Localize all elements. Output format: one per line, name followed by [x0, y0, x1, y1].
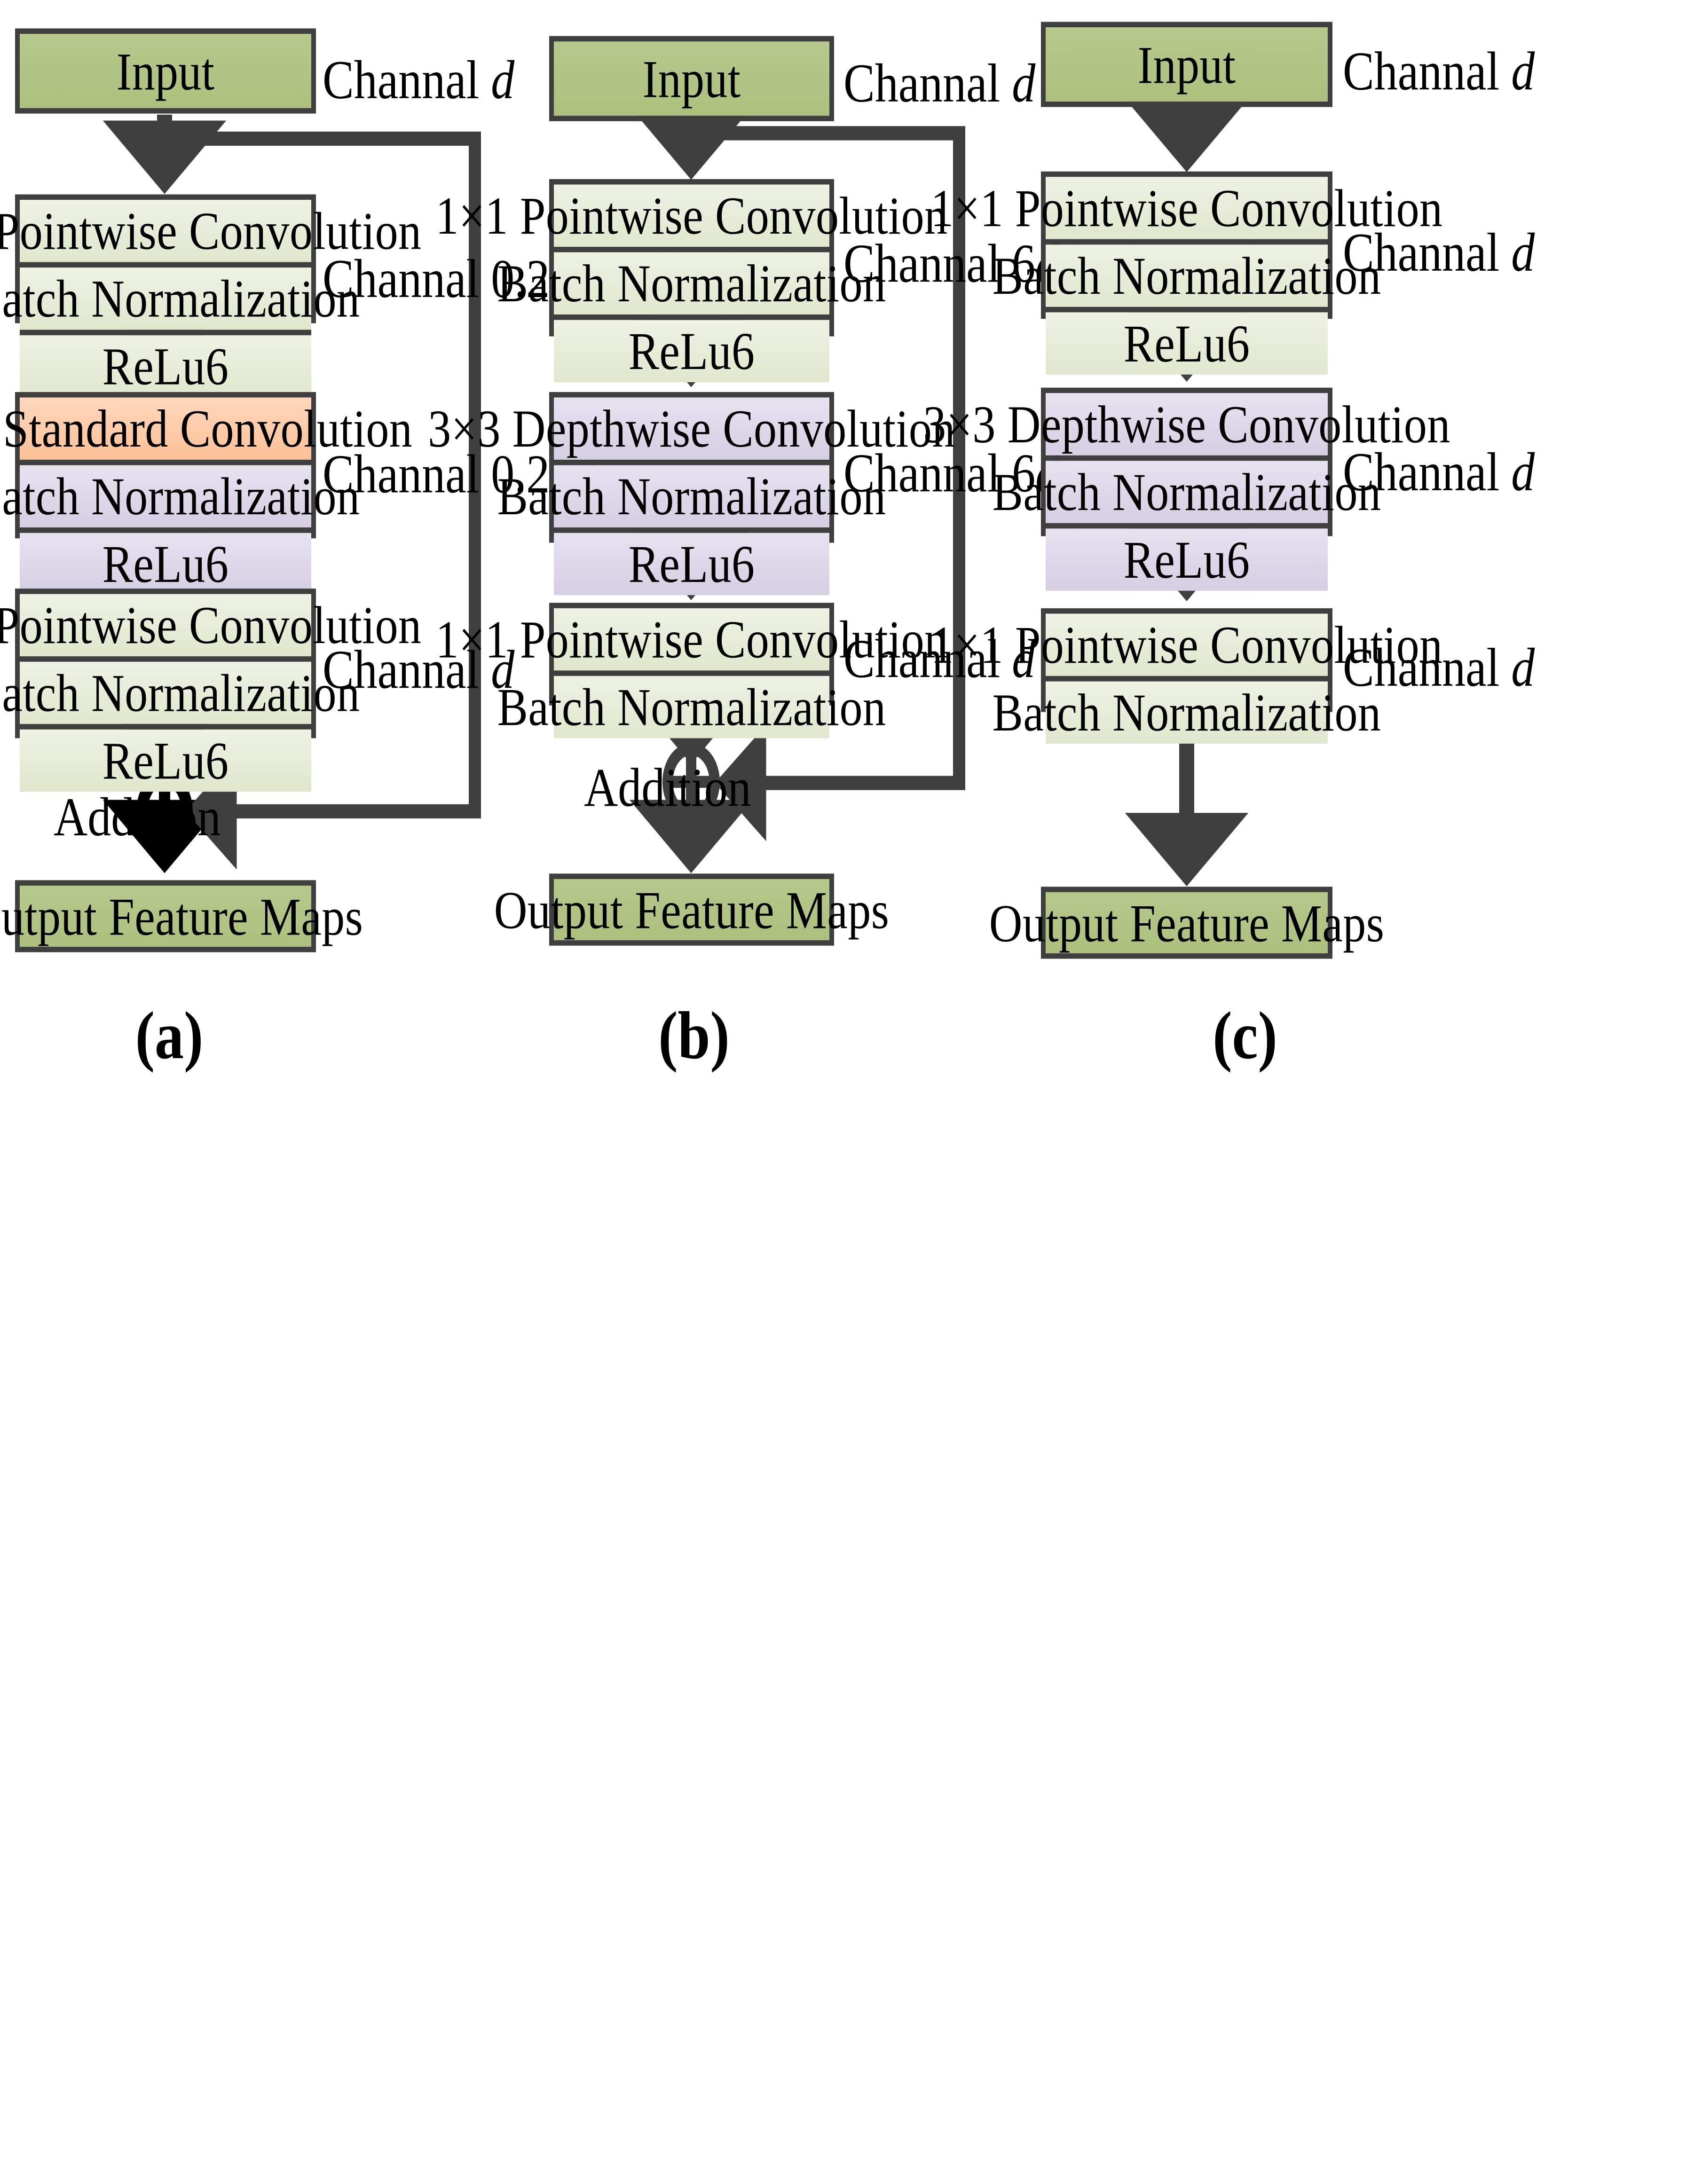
a-pw1-relu-label: ReLu6: [20, 330, 311, 398]
b-dw-conv-label: 3×3 Depthwise Convolution: [428, 397, 955, 460]
b-dw-relu-label: ReLu6: [554, 527, 829, 596]
c-pw1-relu-label: ReLu6: [1046, 306, 1328, 375]
b-pointwise-project-block: 1×1 Pointwise Convolution Batch Normaliz…: [436, 603, 947, 738]
c-pointwise-project-block: 1×1 Pointwise Convolution Batch Normaliz…: [931, 608, 1442, 744]
c-output-label: Output Feature Maps: [989, 893, 1385, 953]
b-pointwise-expand-block: 1×1 Pointwise Convolution Batch Normaliz…: [436, 179, 947, 383]
c-pw2-conv-label: 1×1 Pointwise Convolution: [931, 613, 1442, 676]
c-side-label-4: Channal d: [1343, 636, 1535, 698]
a-side-label-1: Channal d: [323, 49, 515, 110]
c-dw-conv-label: 3×3 Depthwise Convolution: [923, 393, 1450, 456]
b-output-block: Output Feature Maps: [494, 873, 890, 946]
a-pointwise-expand-block: 1×1 Pointwise Convolution Batch Normaliz…: [0, 194, 421, 398]
a-pw1-conv-label: 1×1 Pointwise Convolution: [0, 200, 421, 262]
a-pw2-relu-label: ReLu6: [20, 724, 311, 792]
c-dw-relu-label: ReLu6: [1046, 523, 1328, 591]
b-pw1-conv-label: 1×1 Pointwise Convolution: [436, 184, 947, 247]
a-addition-label: Addition: [54, 786, 221, 848]
a-pointwise-project-block: 1×1 Pointwise Convolution Batch Normaliz…: [0, 589, 421, 792]
b-input-label: Input: [642, 48, 741, 109]
a-pw2-conv-label: 1×1 Pointwise Convolution: [0, 594, 421, 657]
a-std-conv-label: 3×3 Standard Convolution: [0, 397, 412, 460]
c-input-label: Input: [1137, 34, 1236, 94]
b-side-label-4: Channal d: [843, 628, 1036, 689]
b-pw2-bn-label: Batch Normalization: [497, 670, 886, 738]
c-pw1-conv-label: 1×1 Pointwise Convolution: [931, 177, 1442, 239]
c-depthwise-conv-block: 3×3 Depthwise Convolution Batch Normaliz…: [923, 387, 1450, 591]
c-dw-bn-label: Batch Normalization: [993, 455, 1381, 523]
a-side-label-4: Channal d: [323, 638, 515, 700]
a-input-label: Input: [116, 41, 215, 101]
b-pw2-conv-label: 1×1 Pointwise Convolution: [436, 608, 947, 671]
c-panel-caption: (c): [1213, 999, 1277, 1074]
c-input-block: Input: [1041, 22, 1332, 107]
c-output-block: Output Feature Maps: [989, 887, 1385, 959]
figure-canvas: Input 1×1 Pointwise Convolution Batch No…: [0, 22, 1535, 1074]
b-pw1-relu-label: ReLu6: [554, 314, 829, 383]
b-pw1-bn-label: Batch Normalization: [497, 246, 886, 315]
a-output-block: Output Feature Maps: [0, 880, 363, 952]
a-pw2-bn-label: Batch Normalization: [0, 656, 360, 724]
a-pw1-bn-label: Batch Normalization: [0, 262, 360, 330]
c-pw1-bn-label: Batch Normalization: [993, 239, 1381, 307]
b-depthwise-conv-block: 3×3 Depthwise Convolution Batch Normaliz…: [428, 392, 955, 596]
b-side-label-1: Channal d: [843, 52, 1036, 114]
c-side-label-1: Channal d: [1343, 40, 1535, 102]
c-side-label-2: Channal d: [1343, 221, 1535, 283]
b-panel-caption: (b): [658, 999, 730, 1074]
a-output-label: Output Feature Maps: [0, 887, 363, 947]
a-std-bn-label: Batch Normalization: [0, 459, 360, 528]
c-side-label-3: Channal d: [1343, 441, 1535, 503]
b-output-label: Output Feature Maps: [494, 880, 890, 941]
c-pw2-bn-label: Batch Normalization: [993, 676, 1381, 744]
a-panel-caption: (a): [135, 999, 204, 1074]
b-addition-label: Addition: [584, 756, 751, 818]
c-pointwise-expand-block: 1×1 Pointwise Convolution Batch Normaliz…: [931, 171, 1442, 375]
a-std-relu-label: ReLu6: [20, 527, 311, 596]
b-dw-bn-label: Batch Normalization: [497, 459, 886, 528]
b-input-block: Input: [549, 36, 834, 121]
a-standard-conv-block: 3×3 Standard Convolution Batch Normaliza…: [0, 392, 412, 596]
a-input-block: Input: [15, 28, 316, 114]
